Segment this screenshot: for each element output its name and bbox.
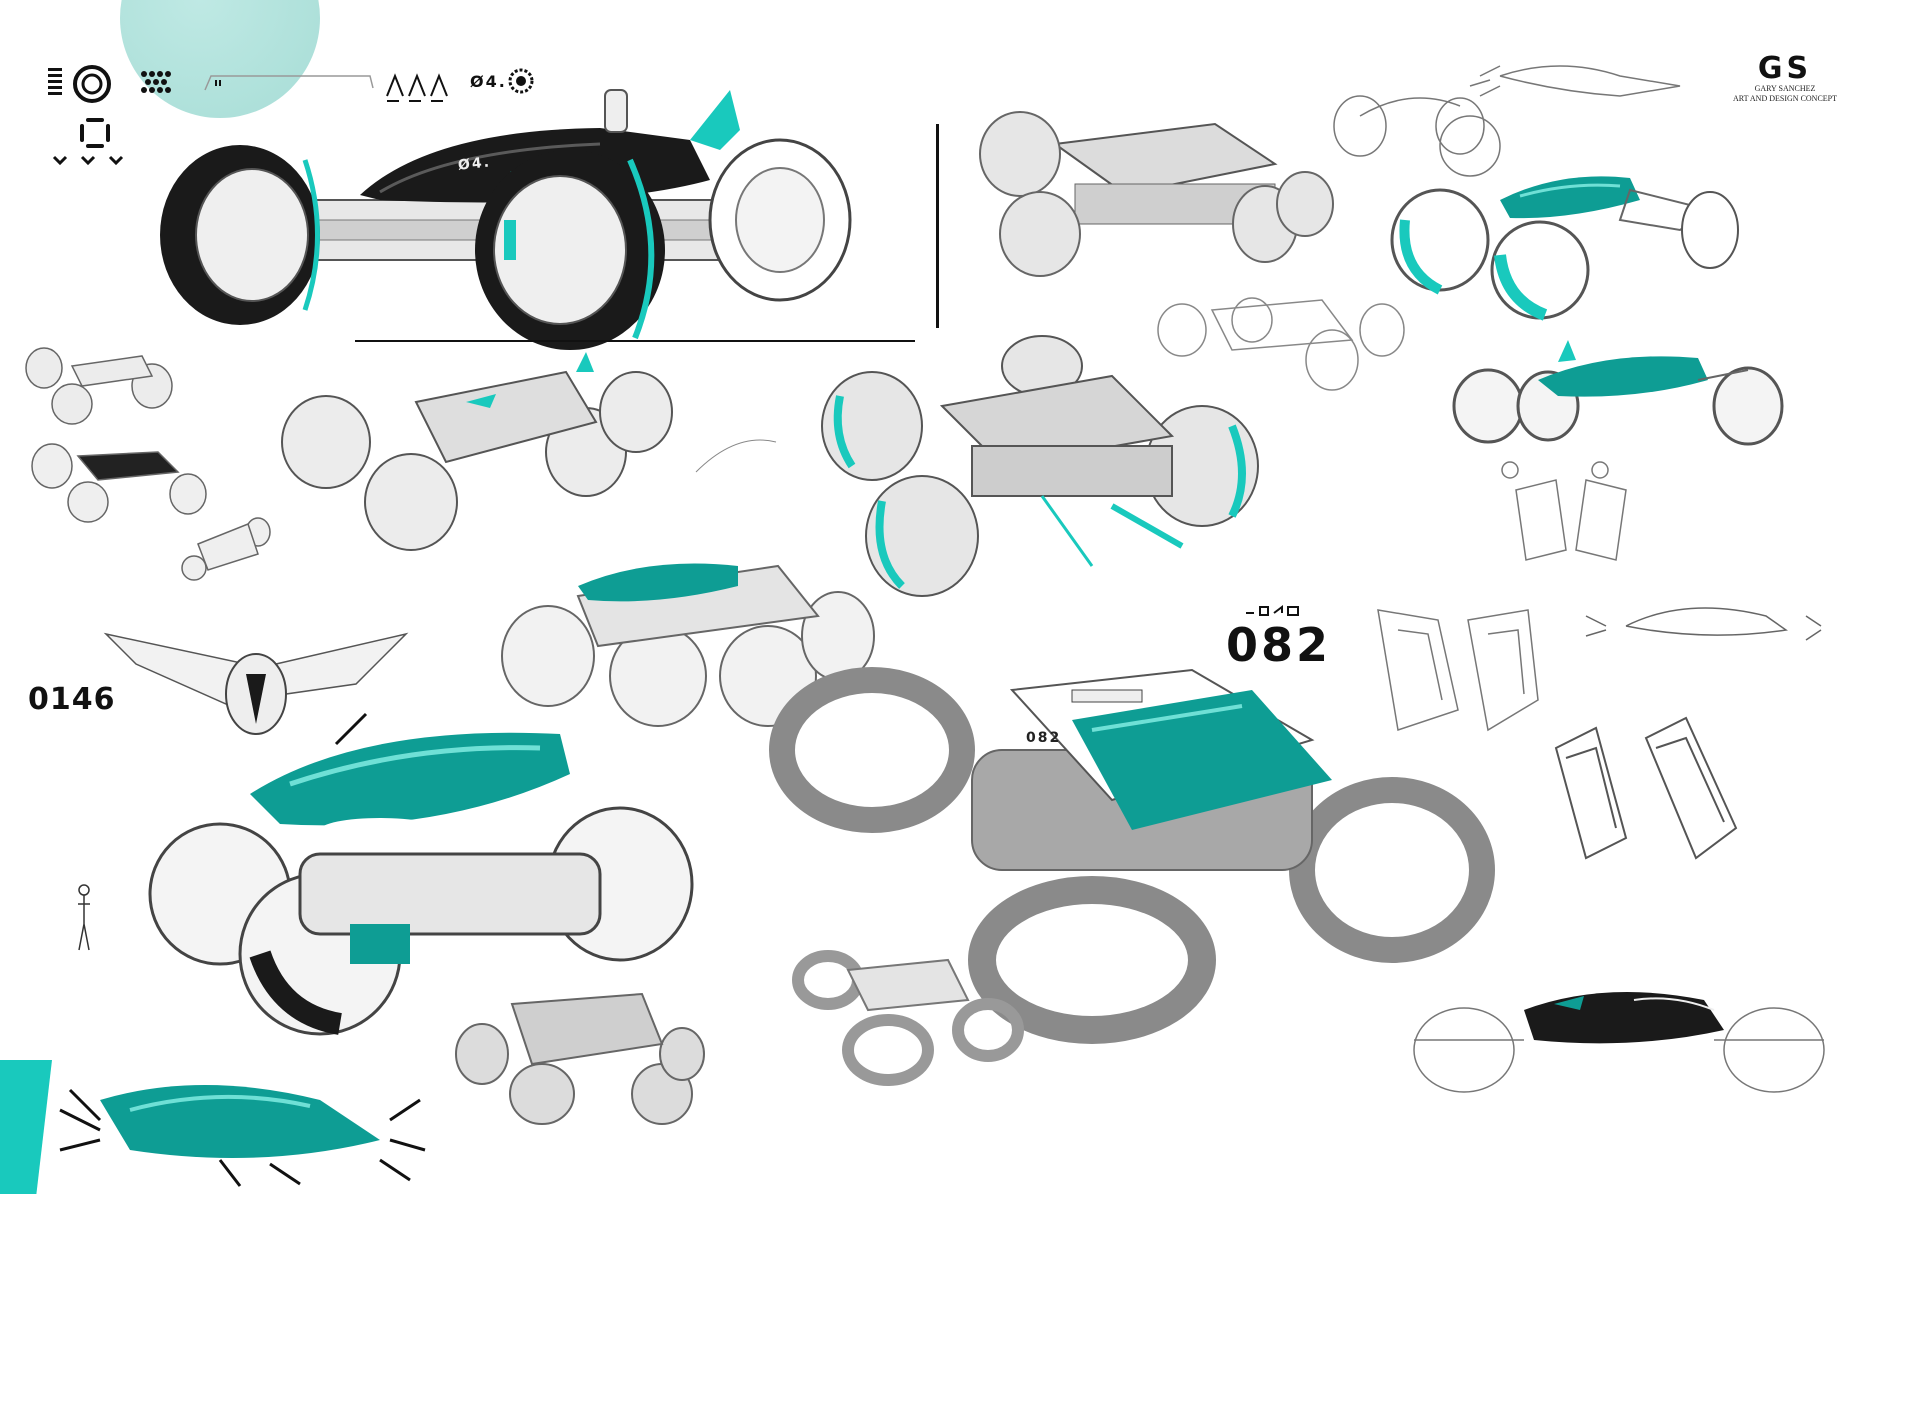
sketch-vehicle-small-2 [28,436,208,531]
human-scale-figure [74,884,94,959]
model-label-0146: 0146 [28,682,116,717]
sketch-vehicle-small-1 [22,346,182,431]
sketch-vehicle-small-3 [178,514,278,589]
brand-logo: GS GARY SANCHEZ ART AND DESIGN CONCEPT [1732,54,1838,112]
chevrons-icon [52,154,126,172]
model-082-icons [1244,604,1304,622]
spider-grey-small [788,940,1028,1095]
sketch-vehicle-grey-top [975,104,1335,309]
teal-vehicle-top-right [1380,160,1760,325]
gear-icon [508,68,534,99]
sketch-lines-top-right [1320,56,1700,181]
sketch-pencil-right [1496,460,1656,595]
header-code: Ø4. [470,72,507,91]
sketch-shields [1358,590,1558,765]
logo-tagline: ART AND DESIGN CONCEPT [1732,94,1838,103]
four-wheel-grey-bottom [452,984,712,1129]
logo-name: GARY SANCHEZ [1754,84,1816,93]
barcode-icon [48,68,62,103]
glyph-row-icon [385,72,457,111]
logo-mark: GS [1757,51,1813,86]
divider-line [355,340,915,342]
sketch-vehicle-wire [1152,280,1412,405]
sketch-pods [1546,716,1766,903]
divider-line [936,124,939,328]
model-label-082: 082 [1226,618,1331,672]
teal-hover-vehicle-bottom [40,1050,430,1195]
dot-grid-icon [140,70,174,99]
model-label-082-text: 082 [1226,618,1332,672]
ring-icon [72,64,112,109]
hex-bracket-icon [78,116,112,155]
hud-rule [204,72,375,97]
winged-vehicle [103,614,426,759]
spider-hover-vehicle [769,650,1532,1055]
hero-badge: Ø4. [457,154,492,174]
sketch-pencil-ship [1585,586,1826,671]
teal-vehicle-right [1448,340,1808,455]
hover-vehicle-bottom-right [1404,970,1834,1105]
hover-082-badge: 082 [1026,730,1062,746]
sketch-vehicle-centre [812,335,1292,611]
hero-vehicle [130,80,930,355]
teal-hover-vehicle-large [140,714,720,1039]
sketch-buggy-middle-left [276,352,777,557]
